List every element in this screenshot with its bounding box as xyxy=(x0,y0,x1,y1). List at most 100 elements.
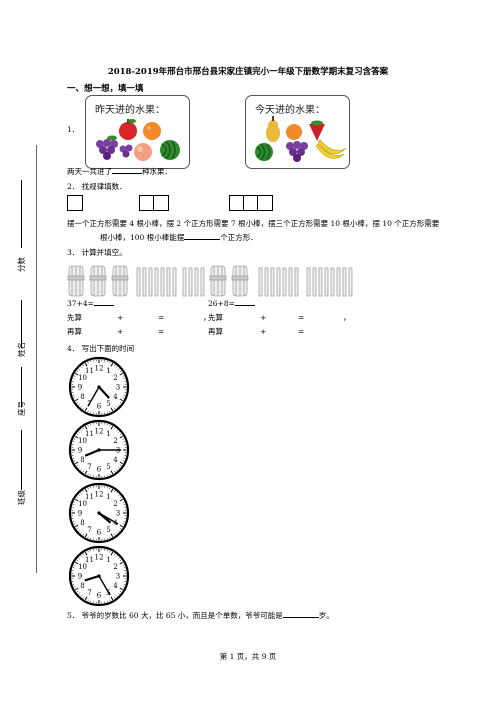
class-blank xyxy=(21,430,22,490)
q3-left-first: 先算 xyxy=(67,313,82,322)
grape-icon xyxy=(96,135,118,160)
clock-icon: 123456789101112 xyxy=(68,419,130,481)
hour-hand xyxy=(98,386,110,399)
minute-hand xyxy=(87,386,100,407)
clock-numeral: 7 xyxy=(87,463,91,471)
clock-numeral: 2 xyxy=(113,500,117,508)
clock-numeral: 11 xyxy=(85,367,94,375)
q1-number: 1． xyxy=(67,125,80,134)
q3-heading: 3． 计算并填空。 xyxy=(67,248,127,257)
hour-hand xyxy=(84,448,100,457)
clock-numeral: 12 xyxy=(95,365,104,373)
clock-numeral: 12 xyxy=(95,428,104,436)
q3-left-first-eq: = xyxy=(158,313,165,322)
clock-numeral: 1 xyxy=(106,367,110,375)
q5: 5． 爷爷的岁数比 60 大，比 65 小，而且是个单数，爷爷可能是岁。 xyxy=(67,611,334,620)
q3-left-answer[interactable] xyxy=(93,305,114,306)
clock-numeral: 3 xyxy=(116,573,120,581)
q5-answer-blank[interactable] xyxy=(282,617,319,618)
clock-numeral: 2 xyxy=(113,374,117,382)
section-heading: 一、想一想，填一填 xyxy=(67,84,144,94)
q3-comma-2: ， xyxy=(343,313,351,322)
watermelon-icon xyxy=(255,143,273,161)
clock-numeral: 11 xyxy=(85,493,94,501)
bundle-icon xyxy=(67,265,85,297)
clock-numeral: 3 xyxy=(116,384,120,392)
page-footer: 第 1 页，共 9 页 xyxy=(219,652,277,661)
clock-numeral: 5 xyxy=(106,526,110,534)
today-fruits xyxy=(255,116,347,162)
clock-numeral: 9 xyxy=(78,447,82,455)
clock-numeral: 5 xyxy=(106,463,110,471)
clocks: 1234567891011121234567891011121234567891… xyxy=(68,356,130,607)
side-label-score: 分数 xyxy=(17,257,26,272)
clock-numeral: 10 xyxy=(78,437,87,445)
clock-numeral: 4 xyxy=(113,393,118,401)
apple-icon xyxy=(119,119,137,140)
yesterday-label: 昨天进的水果： xyxy=(95,105,165,116)
clock-numeral: 6 xyxy=(97,403,102,411)
orange-icon xyxy=(286,124,302,140)
q3-right-then-eq: = xyxy=(298,327,305,336)
clock-numeral: 4 xyxy=(113,582,118,590)
clock-numeral: 2 xyxy=(113,437,117,445)
q3-right-then-plus: + xyxy=(260,327,267,336)
clock-numeral: 6 xyxy=(97,529,102,537)
clock-numeral: 11 xyxy=(85,556,94,564)
q2-line2: 根小棒，100 根小棒能摆个正方形． xyxy=(100,233,258,242)
square-2b xyxy=(153,195,169,211)
q3-comma: ， xyxy=(203,313,211,322)
clock-numeral: 6 xyxy=(97,592,102,600)
orange-icon xyxy=(143,122,161,140)
yesterday-fruit-box: 昨天进的水果： xyxy=(85,95,190,169)
clock-numeral: 1 xyxy=(106,556,110,564)
today-label: 今天进的水果： xyxy=(255,105,325,116)
square-3c xyxy=(257,195,273,211)
seat-blank xyxy=(21,367,22,407)
q3-right-then: 再算 xyxy=(208,327,223,336)
clock-icon: 123456789101112 xyxy=(68,545,130,607)
q3-right-answer[interactable] xyxy=(234,305,255,306)
bundle-icon xyxy=(209,265,227,297)
minute-hand xyxy=(98,575,111,596)
q3-left-then: 再算 xyxy=(67,327,82,336)
watermelon-icon xyxy=(160,140,180,160)
q3-right-first-plus: + xyxy=(260,313,267,322)
q3-left-then-plus: + xyxy=(117,327,124,336)
clock-icon: 123456789101112 xyxy=(68,482,130,544)
q3-right-eq: 26+8= xyxy=(208,299,255,308)
hour-hand xyxy=(84,574,100,582)
q1-answer-blank[interactable] xyxy=(112,173,142,174)
clock-numeral: 11 xyxy=(85,430,94,438)
clock-numeral: 7 xyxy=(87,589,91,597)
clock-numeral: 12 xyxy=(95,554,104,562)
q2-heading: 2． 找规律填数． xyxy=(67,182,127,191)
strawberry-icon xyxy=(309,120,325,141)
clock-numeral: 5 xyxy=(106,400,110,408)
clock-numeral: 10 xyxy=(78,500,87,508)
q1-sentence: 两天一共进了种水果． xyxy=(67,167,172,176)
loose-sticks-icon xyxy=(136,267,205,297)
hour-hand xyxy=(98,512,112,524)
clock-numeral: 8 xyxy=(80,519,84,527)
clock-numeral: 1 xyxy=(106,493,110,501)
clock-numeral: 6 xyxy=(97,466,102,474)
clock-numeral: 9 xyxy=(78,573,82,581)
q2-answer-blank[interactable] xyxy=(184,239,221,240)
banana-icon xyxy=(315,139,347,159)
grape-icon xyxy=(119,144,133,158)
clock-numeral: 10 xyxy=(78,563,87,571)
side-label-class: 班级 xyxy=(17,490,26,505)
peach-icon xyxy=(134,143,152,161)
binding-line xyxy=(36,145,37,573)
square-1 xyxy=(67,195,83,211)
clock-numeral: 9 xyxy=(78,510,82,518)
q3-right-first-eq: = xyxy=(298,313,305,322)
name-blank xyxy=(21,300,22,348)
bundle-icon xyxy=(89,265,107,297)
clock-numeral: 3 xyxy=(116,510,120,518)
page-title: 2018-2019年邢台市邢台县宋家庄镇完小一年级下册数学期末复习含答案 xyxy=(107,67,389,77)
pear-icon xyxy=(266,116,280,142)
clock-numeral: 9 xyxy=(78,384,82,392)
clock-icon: 123456789101112 xyxy=(68,356,130,418)
